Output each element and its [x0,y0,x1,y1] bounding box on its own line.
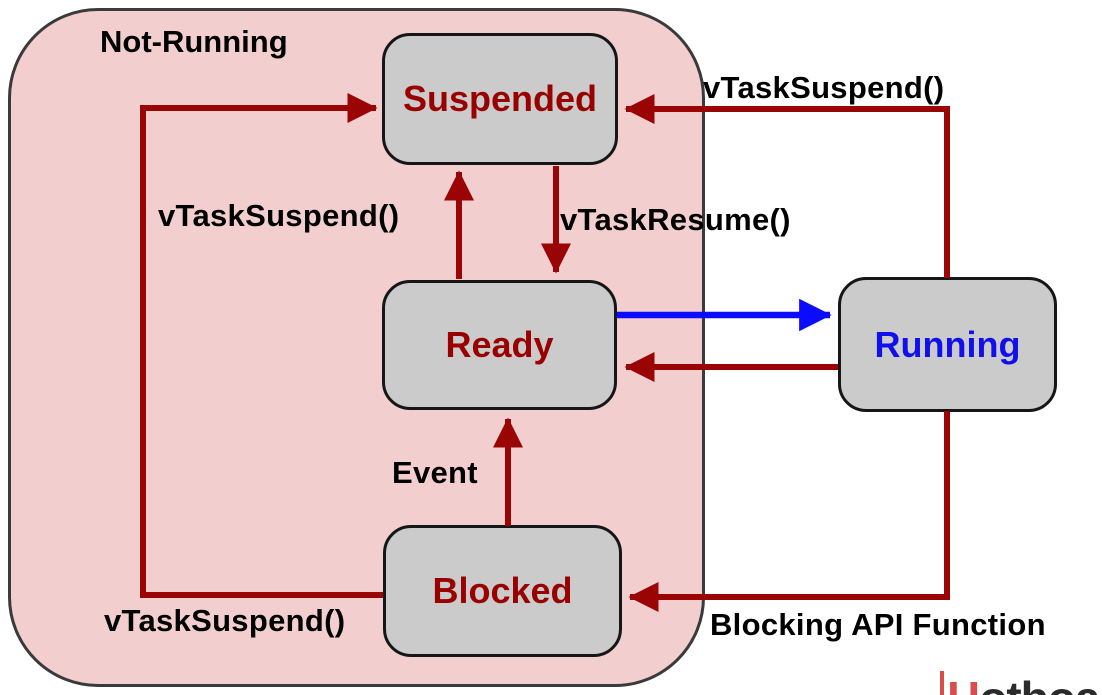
label-vtasksuspend-running: vTaskSuspend() [703,70,945,105]
state-blocked-label: Blocked [432,570,573,611]
state-ready: Ready [382,280,617,410]
state-running: Running [838,277,1057,412]
label-blocking-api-function: Blocking API Function [710,607,1046,642]
logo-accent-bar-icon [940,671,944,695]
state-running-label: Running [874,323,1021,365]
logo-text: otboards [979,671,1102,695]
hotboards-logo: H otboards [940,671,1102,695]
label-event: Event [392,455,478,490]
logo-letter-h: H [947,671,980,695]
not-running-group-title: Not-Running [100,24,288,59]
label-vtasksuspend-blocked: vTaskSuspend() [104,603,346,638]
state-ready-label: Ready [445,324,554,365]
state-suspended: Suspended [382,33,618,165]
label-vtaskresume: vTaskResume() [560,202,791,237]
label-vtasksuspend-ready: vTaskSuspend() [158,198,400,233]
state-suspended-label: Suspended [402,78,598,119]
state-blocked: Blocked [383,525,622,657]
